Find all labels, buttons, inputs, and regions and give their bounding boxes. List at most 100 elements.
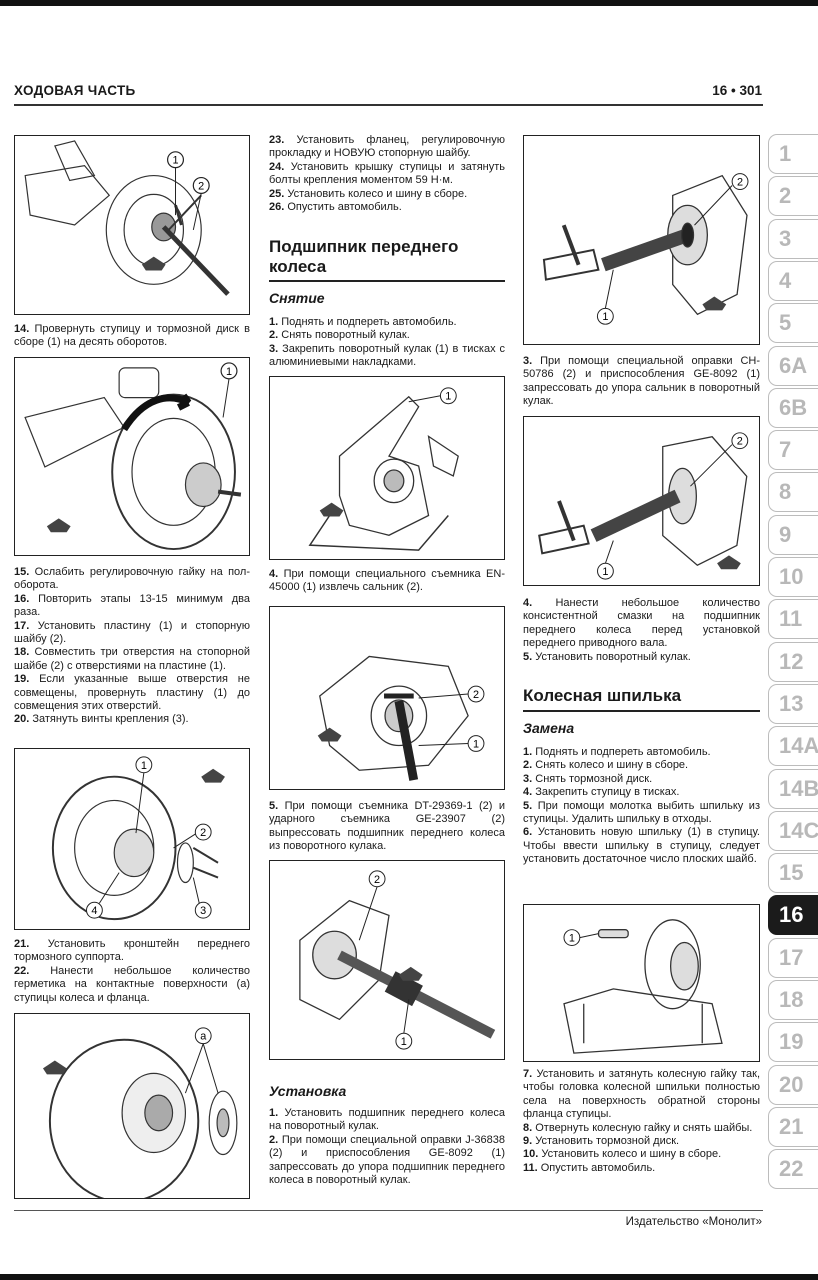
step-25: 25. Установить колесо и шину в сборе. (269, 187, 468, 200)
chapter-tab-16[interactable]: 16 (768, 895, 818, 936)
chapter-tab-20[interactable]: 20 (768, 1064, 818, 1105)
chapter-tab-11[interactable]: 11 (768, 599, 818, 640)
callout-1: 1 (602, 311, 608, 323)
callout-2: 2 (473, 689, 479, 701)
step-14: 14. Провернуть ступицу и тормозной диск … (14, 323, 250, 349)
stud-step-3: 3. Снять тормозной диск. (523, 772, 653, 785)
step-18: 18. Совместить три отверстия на стопорно… (14, 646, 251, 672)
figure-seal-puller: 2 1 (269, 606, 505, 790)
removal-step-1: 1. Поднять и подпереть автомобиль. (269, 316, 457, 328)
chapter-tab-14b[interactable]: 14B (768, 768, 818, 809)
callout-1: 1 (226, 366, 232, 378)
chapter-tab-5[interactable]: 5 (768, 303, 818, 344)
figure-hub-rotation: 1 2 (14, 135, 250, 315)
callout-2: 2 (198, 180, 204, 192)
step-23: 23. Установить фланец, регулировочную пр… (269, 134, 505, 160)
subsection-removal: Снятие (269, 290, 325, 306)
logo-icon (319, 502, 344, 517)
chapter-title: ХОДОВАЯ ЧАСТЬ (14, 83, 136, 98)
stud-step-8: 8. Отвернуть колесную гайку и снять шайб… (523, 1121, 753, 1134)
chapter-tab-18[interactable]: 18 (768, 980, 818, 1020)
stud-step-10: 10. Установить колесо и шину в сборе. (523, 1148, 722, 1161)
section-title-stud: Колесная шпилька (523, 686, 682, 705)
subsection-replace: Замена (523, 720, 575, 736)
install-step-4: 4. Нанести небольшое количество консисте… (523, 597, 760, 650)
subsection-install: Установка (269, 1083, 347, 1099)
publisher: Издательство «Монолит» (625, 1216, 762, 1228)
header-rule (14, 104, 763, 106)
stud-step-4: 4. Закрепить ступицу в тисках. (523, 786, 680, 799)
callout-1: 1 (445, 391, 451, 403)
figure-bearing-puller: 2 1 (269, 860, 505, 1060)
callout-1: 1 (141, 760, 147, 772)
callout-2: 2 (200, 827, 206, 839)
figure-sealant: a (14, 1013, 250, 1199)
stud-step-1: 1. Поднять и подпереть автомобиль. (523, 746, 711, 758)
chapter-tab-6b[interactable]: 6B (768, 387, 818, 428)
chapter-tab-6a[interactable]: 6A (768, 345, 818, 386)
callout-1: 1 (172, 155, 178, 167)
install-step-1: 1. Установить подшипник переднего колеса… (269, 1107, 505, 1133)
chapter-tab-1[interactable]: 1 (768, 134, 818, 174)
figure-adjust-nut: 1 (14, 357, 250, 556)
chapter-tab-12[interactable]: 12 (768, 641, 818, 682)
step-20: 20. Затянуть винты крепления (3). (14, 713, 189, 726)
chapter-tab-8[interactable]: 8 (768, 472, 818, 513)
logo-icon (42, 1060, 67, 1075)
chapter-tab-17[interactable]: 17 (768, 937, 818, 978)
stud-step-7: 7. Установить и затянуть колесную гайку … (523, 1068, 760, 1121)
step-21: 21. Установить кронштейн переднего тормо… (14, 938, 250, 964)
callout-2: 2 (737, 177, 743, 189)
chapter-tab-3[interactable]: 3 (768, 218, 818, 259)
figure-seal-press-2: 2 1 (523, 416, 760, 586)
chapter-tab-13[interactable]: 13 (768, 683, 818, 724)
section-title-bearing: Подшипник переднего колеса (269, 237, 459, 276)
step-16: 16. Повторить этапы 13-15 минимум два ра… (14, 592, 250, 619)
logo-icon (398, 966, 423, 981)
chapter-tab-10[interactable]: 10 (768, 557, 818, 597)
install-step-2: 2. При помощи специальной оправки J-3683… (269, 1133, 505, 1187)
step-24: 24. Установить крышку ступицы и затянуть… (269, 160, 505, 187)
chapter-tab-19[interactable]: 19 (768, 1022, 818, 1063)
section-rule (523, 710, 760, 712)
logo-icon (141, 256, 166, 271)
logo-icon (201, 768, 225, 783)
callout-1: 1 (602, 566, 608, 578)
step-17: 17. Установить пластину (1) и стопорную … (14, 619, 250, 646)
callout-2: 2 (737, 436, 743, 448)
chapter-tab-21[interactable]: 21 (768, 1106, 818, 1147)
callout-1: 1 (473, 738, 479, 750)
stud-step-2: 2. Снять колесо и шину в сборе. (523, 759, 689, 772)
chapter-tab-22[interactable]: 22 (768, 1149, 818, 1190)
bottom-border (0, 1274, 818, 1280)
chapter-tab-9[interactable]: 9 (768, 514, 818, 555)
figure-lock-plate: 1 2 3 4 (14, 748, 250, 930)
figure-stud-vise: 1 (523, 904, 760, 1062)
step-26: 26. Опустить автомобиль. (269, 201, 402, 214)
stud-step-9: 9. Установить тормозной диск. (523, 1135, 680, 1148)
step-22: 22. Нанести небольшое количество гермети… (14, 964, 250, 1004)
logo-icon (702, 296, 727, 311)
stud-step-6: 6. Установить новую шпильку (1) в ступиц… (523, 826, 760, 866)
install-step-5: 5. Установить поворотный кулак. (523, 650, 691, 663)
stud-step-5: 5. При помощи молотка выбить шпильку из … (523, 799, 760, 826)
chapter-tab-2[interactable]: 2 (768, 176, 818, 217)
step-19: 19. Если указанные выше отверстия не сов… (14, 673, 250, 713)
page-number: 16 • 301 (712, 83, 762, 98)
removal-step-2: 2. Снять поворотный кулак. (269, 329, 410, 342)
chapter-tab-14a[interactable]: 14A (768, 726, 818, 767)
logo-icon (717, 555, 741, 570)
callout-a: a (200, 1031, 207, 1043)
install-step-3: 3. При помощи специальной оправки CH-507… (523, 355, 760, 408)
callout-4: 4 (91, 905, 97, 917)
chapter-tab-4[interactable]: 4 (768, 260, 818, 301)
figure-seal-press-1: 2 1 (523, 135, 760, 345)
figure-knuckle-vise: 1 (269, 376, 505, 560)
chapter-tab-14c[interactable]: 14C (768, 810, 818, 851)
logo-icon (317, 727, 342, 742)
chapter-tab-7[interactable]: 7 (768, 430, 818, 471)
removal-step-4: 4. При помощи специального съемника EN-4… (269, 568, 505, 594)
callout-2: 2 (374, 874, 380, 886)
step-15: 15. Ослабить регулировочную гайку на пол… (14, 566, 250, 592)
chapter-tab-15[interactable]: 15 (768, 853, 818, 894)
